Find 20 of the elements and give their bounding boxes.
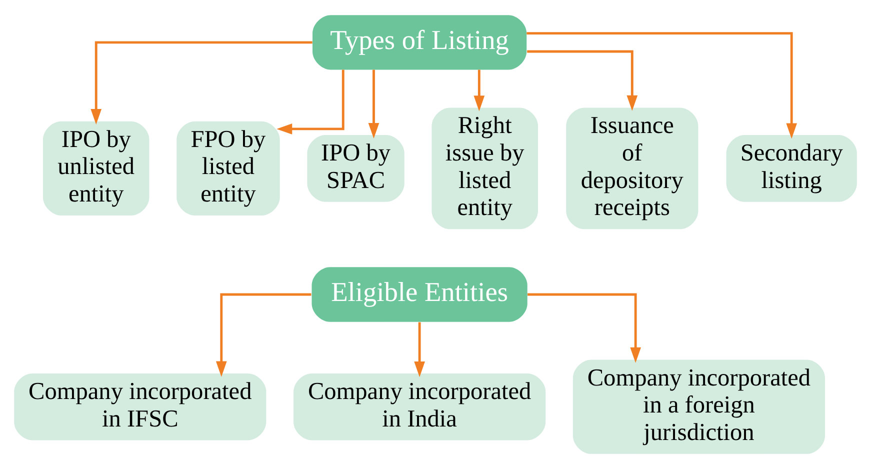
node-box: Right issue by listed entity: [432, 107, 538, 229]
node-box: FPO by listed entity: [176, 120, 280, 216]
node-box: IPO by unlisted entity: [42, 120, 150, 216]
node-box: Types of Listing: [312, 14, 527, 70]
arrow: [90, 40, 312, 124]
arrow: [526, 32, 798, 138]
arrow: [276, 69, 344, 134]
node-box: Eligible Entities: [312, 266, 528, 322]
arrow: [527, 50, 638, 110]
arrow: [414, 322, 425, 377]
arrow: [216, 292, 312, 376]
node-box: Issuance of depository receipts: [566, 107, 698, 229]
node-box: IPO by SPAC: [307, 134, 404, 202]
arrow: [368, 69, 380, 138]
node-box: Company incorporated in IFSC: [14, 372, 266, 440]
arrow: [528, 292, 641, 362]
node-box: Company incorporated in India: [294, 372, 546, 440]
arrow: [474, 69, 485, 111]
node-box: Secondary listing: [726, 134, 857, 202]
node-box: Company incorporated in a foreign jurisdiction: [572, 359, 825, 454]
